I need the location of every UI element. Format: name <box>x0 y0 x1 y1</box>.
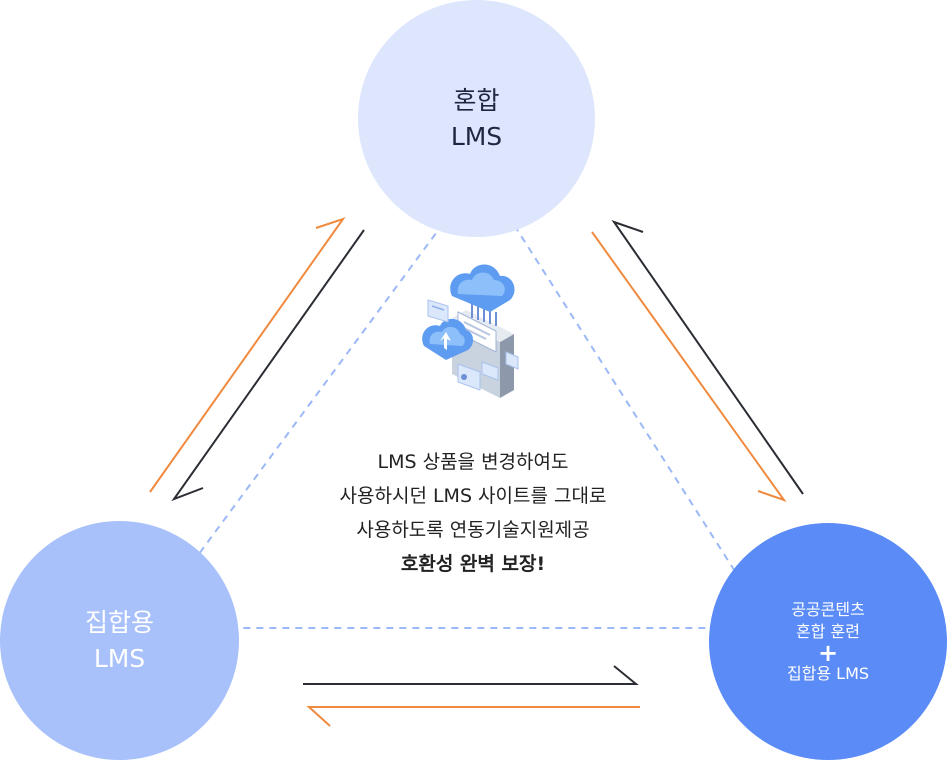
arrow-bottom-left-orange <box>306 706 640 727</box>
node-public-content-line1: 공공콘텐츠 <box>791 599 865 619</box>
center-emphasis: 호환성 완벽 보장! <box>400 553 546 575</box>
arrow-right-up-dark <box>611 220 804 495</box>
center-line3: 사용하도록 연동기술지원제공 <box>356 519 590 541</box>
node-group-lms-line1: 집합용 <box>84 607 154 637</box>
center-line2: 사용하시던 LMS 사이트를 그대로 <box>339 485 607 507</box>
node-mixed-lms-line2: LMS <box>450 121 503 151</box>
node-public-content: 공공콘텐츠 혼합 훈련 + 집합용 LMS <box>709 523 947 760</box>
arrow-left-up-orange <box>149 217 346 493</box>
center-description: LMS 상품을 변경하여도 사용하시던 LMS 사이트를 그대로 사용하도록 연… <box>273 445 673 581</box>
cloud-server-icon <box>422 264 519 473</box>
node-mixed-lms-line1: 혼합 <box>453 85 500 115</box>
arrow-left-down-dark <box>171 229 365 502</box>
node-group-lms: 집합용 LMS <box>0 521 239 760</box>
node-public-content-line3: 집합용 LMS <box>786 663 870 683</box>
arrow-bottom-right-dark <box>303 665 639 685</box>
node-mixed-lms: 혼합 LMS <box>358 0 595 237</box>
node-group-lms-line2: LMS <box>93 643 146 673</box>
plus-sign: + <box>817 638 839 667</box>
node-public-content-line2: 혼합 훈련 <box>796 621 860 641</box>
center-line1: LMS 상품을 변경하여도 <box>377 451 569 473</box>
arrow-right-down-orange <box>591 231 787 502</box>
